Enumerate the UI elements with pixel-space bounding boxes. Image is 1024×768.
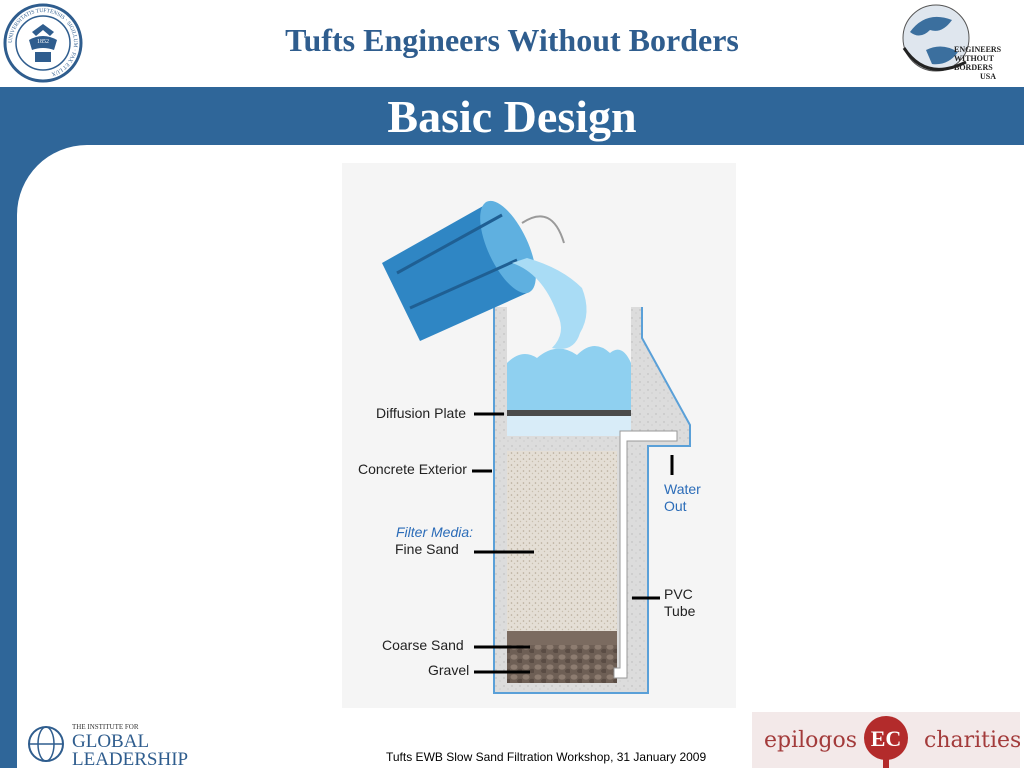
igl-small-text: THE INSTITUTE FOR [72, 723, 139, 731]
tufts-seal-logo: 1852 UNIVERSITATIS TUFTENSIS · SIGILLUM … [3, 3, 83, 83]
label-coarse-sand: Coarse Sand [382, 637, 464, 653]
footer-text: Tufts EWB Slow Sand Filtration Workshop,… [386, 750, 707, 764]
seal-year: 1852 [37, 39, 49, 45]
epi-right-text: charities [924, 728, 1020, 753]
ewb-usa-logo: ENGINEERS WITHOUT BORDERS USA [902, 4, 1002, 81]
label-arrows [472, 412, 674, 674]
label-filter-media: Filter Media: [396, 524, 473, 540]
label-water: Water [664, 481, 701, 497]
label-concrete-exterior: Concrete Exterior [358, 461, 467, 477]
label-pvc: PVC [664, 586, 693, 602]
igl-line-1: GLOBAL [72, 731, 149, 752]
label-out: Out [664, 498, 687, 514]
slow-sand-filter-diagram: Diffusion Plate Concrete Exterior Filter… [342, 163, 736, 708]
epi-left-text: epilogos [764, 728, 857, 753]
epi-mark: EC [871, 726, 902, 751]
slide-title: Basic Design [387, 91, 637, 142]
label-gravel: Gravel [428, 662, 469, 678]
igl-line-2: LEADERSHIP [72, 749, 188, 768]
ewb-line-4: USA [980, 72, 996, 81]
diffusion-plate [507, 410, 631, 416]
fine-sand-layer [507, 451, 617, 631]
ewb-line-2: WITHOUT [954, 54, 995, 63]
pvc-tube [613, 430, 678, 679]
header-bar [0, 0, 1024, 87]
label-tube: Tube [664, 603, 696, 619]
coarse-sand-layer [507, 631, 617, 645]
label-diffusion-plate: Diffusion Plate [376, 405, 466, 421]
water-bucket [382, 200, 565, 341]
ewb-line-3: BORDERS [954, 63, 993, 72]
ewb-line-1: ENGINEERS [954, 45, 1002, 54]
epilogos-charities-logo: epilogos EC charities [752, 712, 1020, 768]
standing-water [507, 345, 631, 411]
header-title: Tufts Engineers Without Borders [285, 22, 739, 58]
label-fine-sand: Fine Sand [395, 541, 459, 557]
outer-edge [493, 307, 691, 694]
global-leadership-logo: THE INSTITUTE FOR GLOBAL LEADERSHIP [28, 723, 188, 768]
water-below-plate [507, 416, 631, 436]
gravel-layer [507, 645, 617, 683]
water-pour [512, 258, 587, 349]
